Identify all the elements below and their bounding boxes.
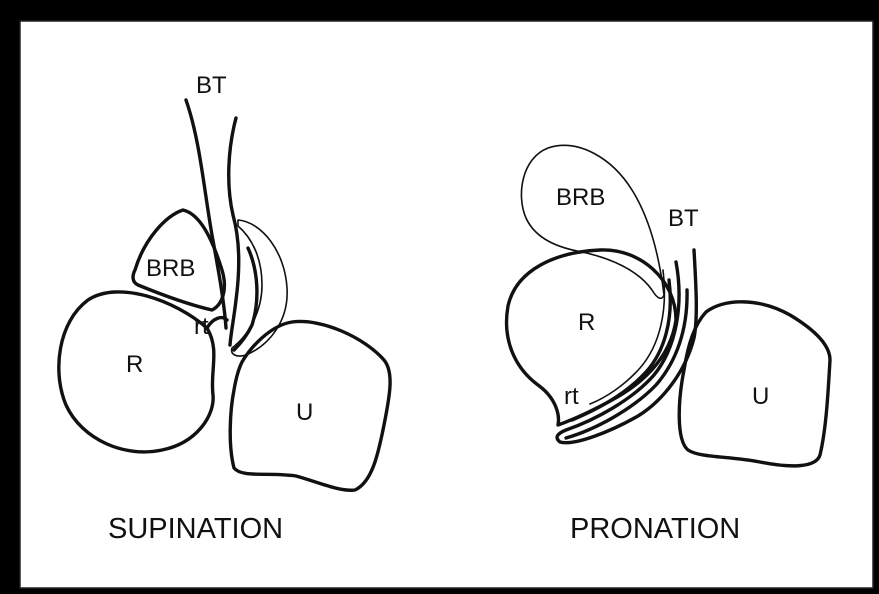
- pronation-label-u: U: [752, 383, 769, 410]
- supination-label-u: U: [296, 399, 313, 426]
- pronation-label-brb: BRB: [556, 184, 605, 211]
- pronation-caption: PRONATION: [570, 513, 740, 545]
- supination-label-rt: rt: [194, 313, 209, 340]
- pronation-label-bt: BT: [668, 205, 699, 232]
- supination-label-bt: BT: [196, 72, 227, 99]
- supination-label-brb: BRB: [146, 255, 195, 282]
- pronation-label-r: R: [578, 309, 595, 336]
- supination-label-r: R: [126, 351, 143, 378]
- figure-panel: [20, 21, 873, 588]
- supination-caption: SUPINATION: [108, 513, 283, 545]
- pronation-label-rt: rt: [564, 383, 579, 410]
